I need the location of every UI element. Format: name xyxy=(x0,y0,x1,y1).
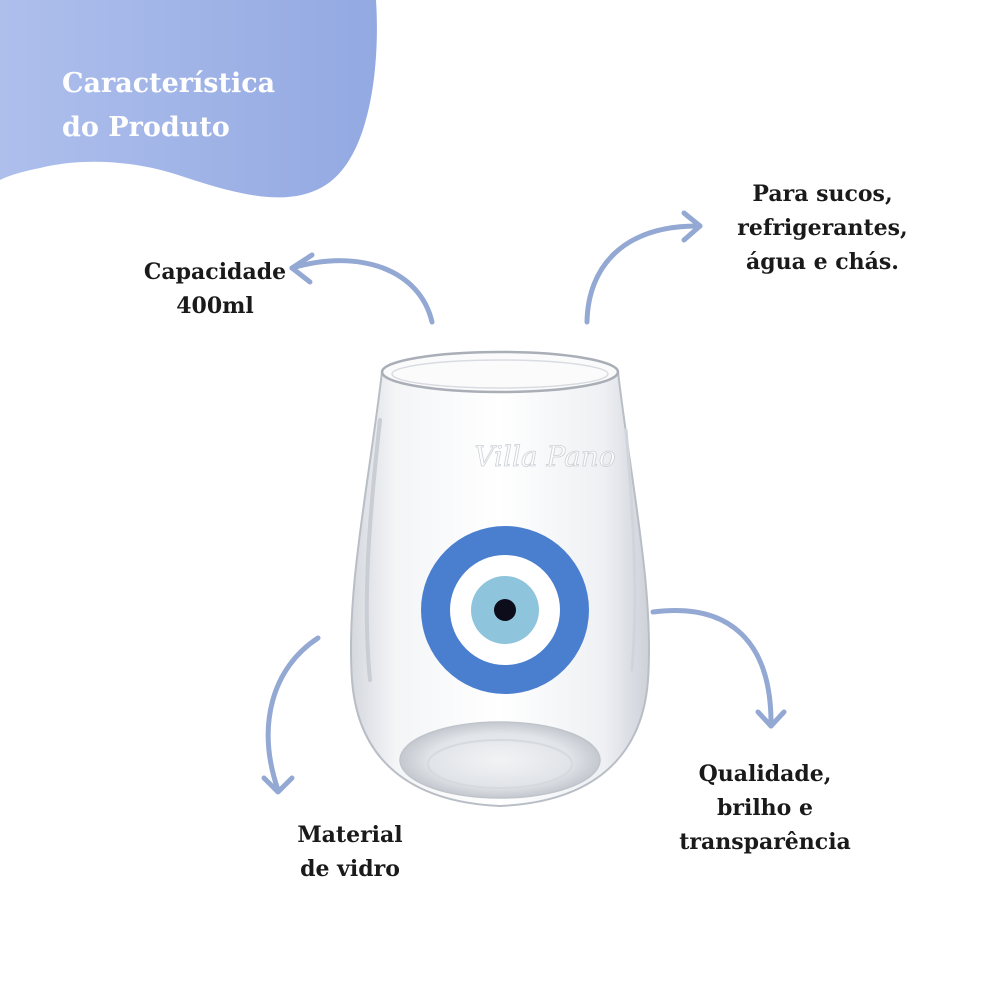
arrow-usage-icon xyxy=(584,210,703,325)
material-line-2: de vidro xyxy=(300,856,400,882)
usage-line-1: Para sucos, xyxy=(752,181,893,207)
quality-line-1: Qualidade, xyxy=(698,761,832,787)
callout-material: Material de vidro xyxy=(250,818,450,886)
page-title: Característica do Produto xyxy=(62,62,362,150)
callout-capacity: Capacidade 400ml xyxy=(95,255,335,323)
arrow-material-icon xyxy=(261,635,321,795)
page-title-line-2: do Produto xyxy=(62,112,230,143)
capacity-value: 400ml xyxy=(176,293,254,319)
product-glass: Villa Pano xyxy=(349,350,651,808)
header-blob xyxy=(0,0,377,198)
glass-base xyxy=(399,721,601,799)
glass-rim xyxy=(380,350,620,394)
quality-line-2: brilho e xyxy=(716,795,813,821)
callout-quality: Qualidade, brilho e transparência xyxy=(650,757,880,859)
material-line-1: Material xyxy=(297,822,403,848)
quality-line-3: transparência xyxy=(679,829,851,855)
arrow-quality-icon xyxy=(650,608,787,729)
arrow-capacity-icon xyxy=(289,252,435,325)
product-watermark: Villa Pano xyxy=(474,440,615,473)
evil-eye-icon xyxy=(421,526,589,694)
usage-line-2: refrigerantes, xyxy=(737,215,908,241)
usage-line-3: água e chás. xyxy=(746,249,899,275)
callout-usage: Para sucos, refrigerantes, água e chás. xyxy=(705,177,940,279)
page-title-line-1: Característica xyxy=(62,68,276,99)
capacity-label: Capacidade xyxy=(143,259,287,285)
